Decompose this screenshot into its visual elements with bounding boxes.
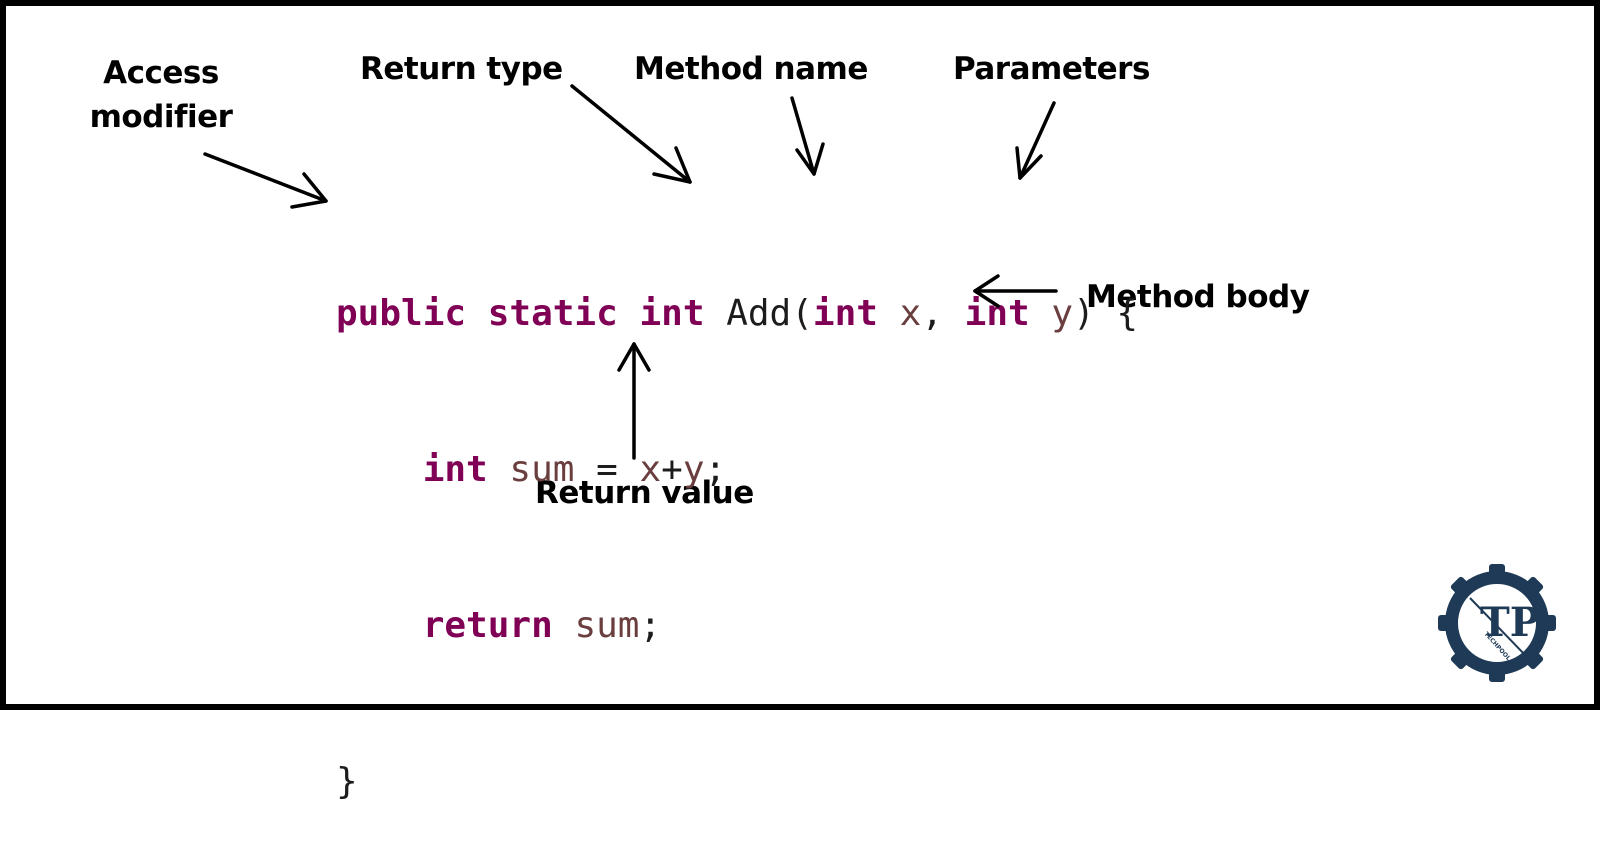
arrow-return-type	[570, 84, 692, 184]
label-access-modifier-line1: Access	[103, 55, 219, 91]
method-name: Add	[726, 293, 792, 334]
label-method-body: Method body	[1086, 279, 1310, 315]
signature-close: ) {	[1073, 293, 1139, 334]
plus-op: +	[661, 449, 683, 490]
code-line-signature: public static int Add(int x, int y) {	[336, 288, 1138, 340]
logo-monogram: TP	[1480, 599, 1540, 646]
label-return-value: Return value	[535, 475, 754, 511]
semicolon-return: ;	[639, 605, 662, 646]
keyword-static: static	[487, 293, 618, 334]
label-method-name: Method name	[634, 51, 868, 87]
arrow-method-body	[973, 274, 1058, 308]
arrow-parameters	[1015, 101, 1056, 180]
param-type-x: int	[812, 293, 878, 334]
label-parameters: Parameters	[953, 51, 1150, 87]
expr-y: y	[682, 449, 705, 490]
arrow-access-modifier	[203, 152, 328, 209]
param-x: x	[899, 293, 922, 334]
label-return-type: Return type	[360, 51, 563, 87]
var-sum-decl: sum	[509, 449, 575, 490]
keyword-public: public	[336, 293, 467, 334]
code-line-close: }	[336, 756, 1138, 808]
techpool-logo: TP TECHPOOL	[1438, 564, 1556, 682]
param-y: y	[1051, 293, 1074, 334]
expr-x: x	[639, 449, 662, 490]
param-type-y: int	[964, 293, 1030, 334]
semicolon-sum: ;	[704, 449, 727, 490]
closing-brace: }	[336, 761, 358, 802]
param-comma: ,	[921, 293, 965, 334]
open-paren: (	[791, 293, 813, 334]
return-sum: sum	[574, 605, 640, 646]
code-line-sum: int sum = x+y;	[336, 444, 1138, 496]
label-access-modifier: Access modifier	[86, 50, 236, 140]
annotation-arrows	[203, 84, 1058, 460]
assign-op: =	[574, 449, 640, 490]
keyword-return-type: int	[639, 293, 705, 334]
arrow-return-value	[617, 342, 651, 460]
diagram-frame	[0, 0, 1600, 710]
code-line-return: return sum;	[336, 600, 1138, 652]
code-block: public static int Add(int x, int y) { in…	[336, 184, 1138, 860]
label-access-modifier-line2: modifier	[89, 98, 233, 135]
keyword-int-sum: int	[422, 449, 488, 490]
arrow-method-name	[790, 96, 825, 176]
keyword-return: return	[422, 605, 553, 646]
